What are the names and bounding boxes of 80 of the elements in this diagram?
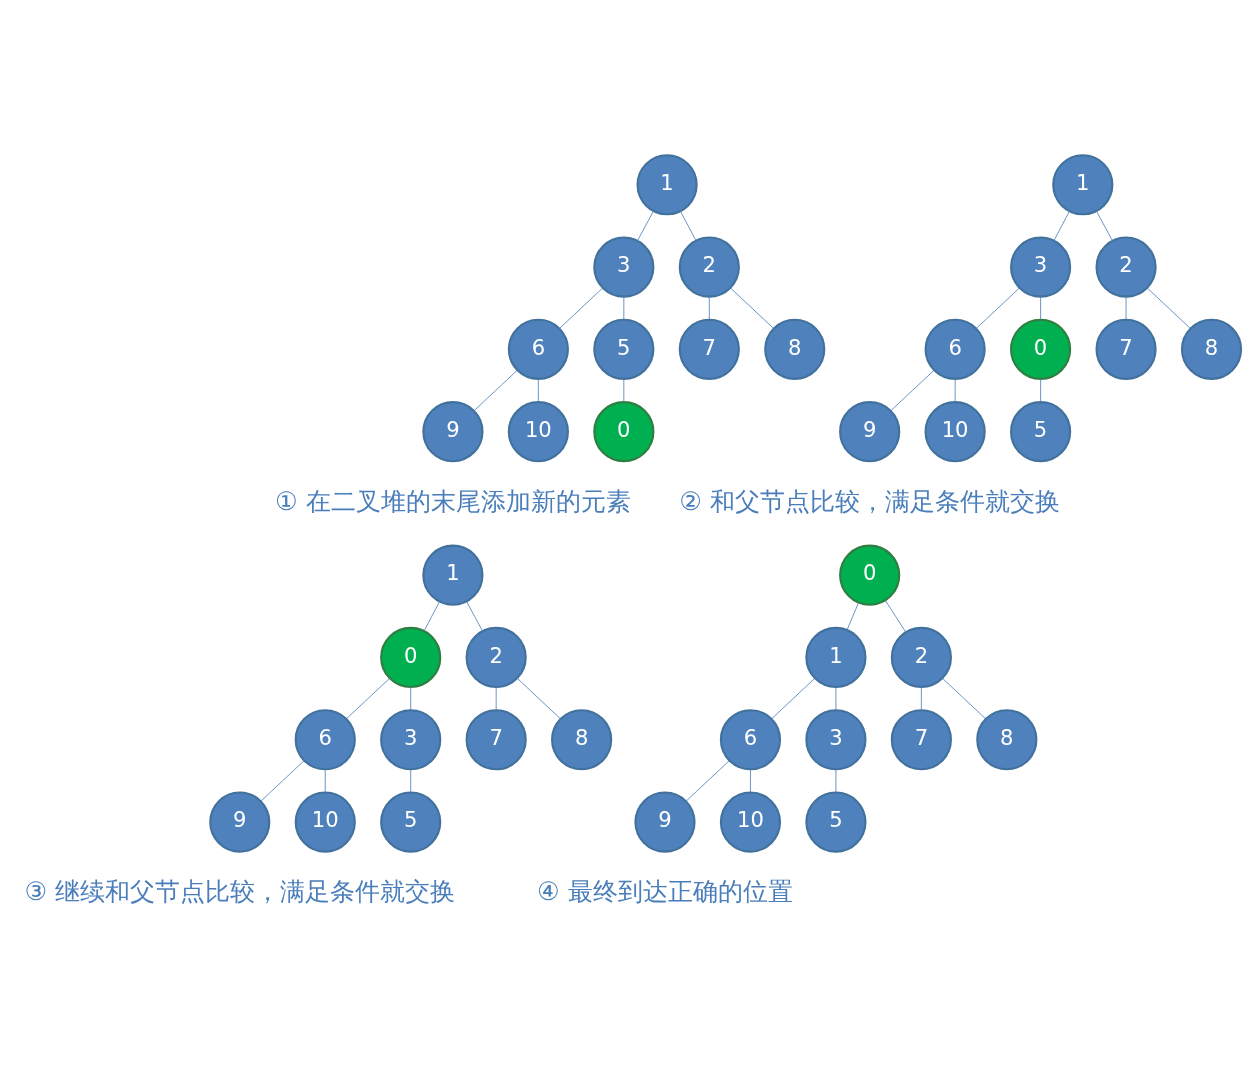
node-circle: 3: [593, 236, 655, 298]
node-circle: 6: [924, 318, 986, 380]
node-circle: 6: [507, 318, 569, 380]
connector: [423, 601, 440, 632]
connector: [730, 287, 774, 329]
connector: [1096, 210, 1113, 242]
node-circle: 5: [805, 791, 867, 853]
node-circle: 5: [1010, 401, 1072, 463]
connector: [410, 768, 412, 793]
label: ③ 继续和父节点比较，满足条件就交换: [24, 876, 456, 907]
connector: [708, 296, 710, 321]
connector: [890, 369, 935, 412]
node-circle: 8: [551, 709, 613, 771]
connector: [260, 760, 305, 802]
connector: [835, 686, 837, 711]
node-circle: 10: [507, 401, 569, 463]
connector: [680, 210, 697, 241]
node-circle: 1: [1052, 154, 1114, 216]
connector: [835, 768, 837, 793]
node-circle: 10: [924, 401, 986, 463]
connector: [885, 600, 907, 633]
node-circle: 6: [294, 709, 356, 771]
node-circle: 1: [636, 154, 698, 216]
connector: [942, 677, 987, 720]
connector: [637, 210, 654, 242]
connector: [1125, 296, 1127, 321]
node-circle: 7: [678, 318, 740, 380]
node-circle: 2: [678, 236, 740, 298]
connector: [975, 287, 1020, 329]
connector: [623, 296, 625, 321]
node-circle: 9: [839, 401, 901, 463]
connector: [750, 768, 751, 793]
node-circle: 8: [764, 318, 826, 380]
node-circle: 3: [805, 709, 867, 771]
node-circle: 9: [209, 791, 271, 853]
connector: [495, 686, 497, 711]
node-circle: 5: [593, 318, 655, 380]
node-circle: 1: [805, 626, 867, 689]
connector: [1146, 287, 1191, 329]
connector: [623, 378, 625, 403]
connector: [954, 378, 956, 403]
node-circle: 2: [890, 626, 952, 689]
node-circle: 7: [890, 709, 952, 771]
node-circle: 3: [1010, 236, 1072, 298]
connector: [537, 378, 539, 403]
connector: [346, 677, 390, 720]
connector: [410, 686, 412, 711]
node-circle: 9: [634, 791, 696, 853]
node-circle: 0: [380, 626, 442, 689]
node-circle: 1: [422, 544, 484, 606]
connector: [1053, 210, 1070, 241]
node-circle: 3: [380, 709, 442, 771]
label: ② 和父节点比较，满足条件就交换: [679, 485, 1061, 516]
node-circle: 2: [1095, 236, 1157, 298]
connector: [771, 677, 816, 720]
connector: [516, 677, 561, 720]
connector: [920, 686, 922, 711]
node-circle: 6: [719, 709, 782, 771]
node-circle: 0: [1010, 318, 1072, 380]
node-circle: 2: [465, 626, 527, 689]
node-circle: 0: [839, 544, 901, 606]
connector: [324, 768, 326, 793]
connector: [466, 601, 483, 632]
connector: [846, 602, 859, 631]
node-circle: 10: [719, 791, 782, 853]
connector: [559, 287, 604, 329]
node-circle: 7: [465, 709, 527, 771]
node-circle: 8: [1180, 318, 1243, 380]
node-circle: 8: [976, 709, 1038, 771]
node-circle: 7: [1095, 318, 1157, 380]
label: ④ 最终到达正确的位置: [537, 876, 793, 907]
node-circle: 9: [422, 401, 484, 463]
connector: [473, 369, 518, 412]
connector: [1040, 296, 1041, 321]
node-circle: 5: [380, 791, 442, 853]
node-circle: 10: [294, 791, 356, 853]
node-circle: 0: [593, 401, 655, 463]
connector: [1040, 378, 1041, 403]
label: ① 在二叉堆的末尾添加新的元素: [275, 485, 631, 516]
connector: [685, 760, 730, 802]
